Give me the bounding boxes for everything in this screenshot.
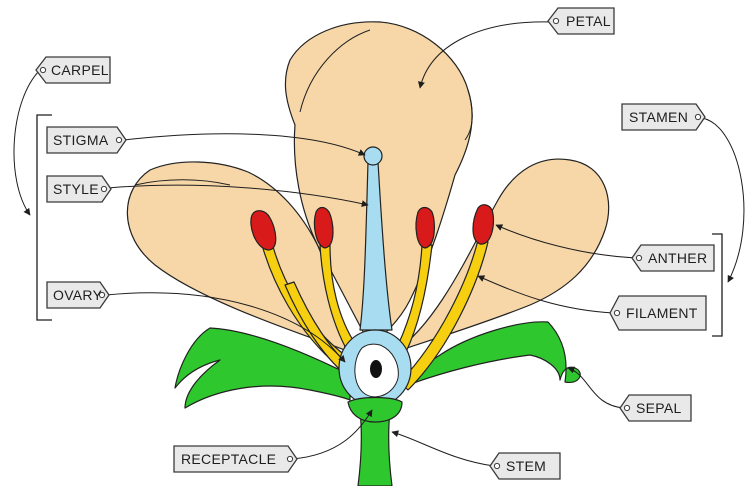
filament-leader xyxy=(477,275,615,314)
petal-left-fold xyxy=(134,179,231,186)
label-sepal-text: SEPAL xyxy=(636,400,682,416)
stigma-head xyxy=(363,146,383,166)
label-stamen: STAMEN xyxy=(621,103,706,131)
sepal-left xyxy=(174,327,351,409)
label-filament-text: FILAMENT xyxy=(626,305,698,321)
stamen-leader xyxy=(701,117,745,283)
sepal-right xyxy=(394,321,581,391)
stem-leader xyxy=(391,430,495,467)
petal-leader xyxy=(418,21,553,89)
label-petal: PETAL xyxy=(547,7,615,35)
carpel-bracket xyxy=(36,114,52,321)
anther-2 xyxy=(313,206,334,249)
label-stem-text: STEM xyxy=(506,458,546,474)
anther-leader xyxy=(495,224,637,259)
label-anther: ANTHER xyxy=(631,244,715,272)
label-sepal: SEPAL xyxy=(619,394,692,422)
label-ovary-text: OVARY xyxy=(53,287,103,303)
stamen-bracket xyxy=(712,233,723,337)
receptacle-leader xyxy=(291,409,373,460)
leader-lines xyxy=(13,21,745,467)
label-style: STYLE xyxy=(46,175,112,203)
label-stem: STEM xyxy=(489,452,561,480)
label-carpel: CARPEL xyxy=(35,56,111,84)
receptacle-shape xyxy=(347,396,403,423)
label-stigma: STIGMA xyxy=(46,126,127,154)
label-receptacle-text: RECEPTACLE xyxy=(181,451,276,467)
label-anther-text: ANTHER xyxy=(648,250,707,266)
filament-4 xyxy=(399,239,489,391)
anther-1 xyxy=(250,210,277,251)
sepal-leader xyxy=(567,366,625,409)
label-filament: FILAMENT xyxy=(609,295,707,331)
label-style-text: STYLE xyxy=(53,181,99,197)
label-receptacle: RECEPTACLE xyxy=(173,445,298,473)
label-ovary: OVARY xyxy=(46,281,110,309)
stem xyxy=(357,409,393,486)
label-stigma-text: STIGMA xyxy=(53,132,109,148)
flower xyxy=(126,21,610,486)
petal-right xyxy=(394,158,610,353)
ovule xyxy=(370,360,382,378)
label-petal-text: PETAL xyxy=(566,13,611,29)
ovary-leader xyxy=(105,292,346,363)
petal-fold-line-right xyxy=(464,89,473,141)
style-leader xyxy=(107,184,369,208)
carpel-leader xyxy=(13,69,41,216)
label-carpel-text: CARPEL xyxy=(51,62,109,78)
stigma-leader xyxy=(123,133,366,156)
petal-fold-line xyxy=(299,29,371,113)
anther-3 xyxy=(415,206,436,249)
anther-4 xyxy=(472,204,495,245)
label-stamen-text: STAMEN xyxy=(629,109,688,125)
